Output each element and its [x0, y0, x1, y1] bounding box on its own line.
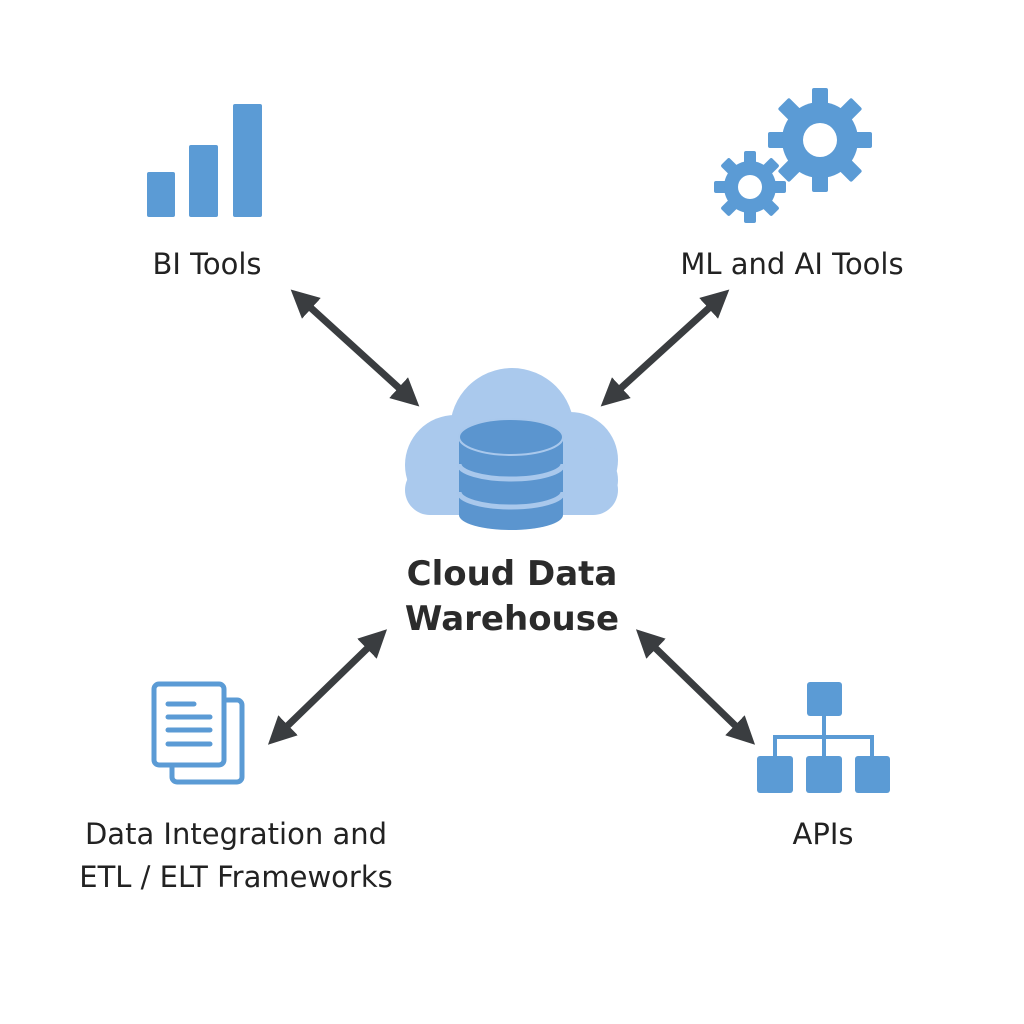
arrow-bi-warehouse: [290, 289, 420, 407]
arrow-apis-warehouse: [635, 629, 756, 745]
ml-ai-tools-label: ML and AI Tools: [680, 247, 903, 281]
etl-label-line1: Data Integration and: [85, 817, 387, 851]
database-icon: [456, 418, 566, 530]
gears-icon: [714, 88, 872, 223]
apis-label: APIs: [793, 817, 854, 851]
warehouse-title-line2: Warehouse: [405, 599, 619, 639]
etl-label-line2: ETL / ELT Frameworks: [79, 860, 392, 894]
cloud-database-icon: [405, 368, 618, 530]
bar-chart-icon: [147, 104, 262, 217]
arrow-ml-warehouse: [600, 289, 730, 407]
hierarchy-icon: [757, 682, 890, 793]
documents-icon: [151, 681, 245, 785]
bi-tools-label: BI Tools: [152, 247, 261, 281]
warehouse-title-line1: Cloud Data: [407, 554, 618, 594]
arrow-etl-warehouse: [267, 629, 388, 745]
